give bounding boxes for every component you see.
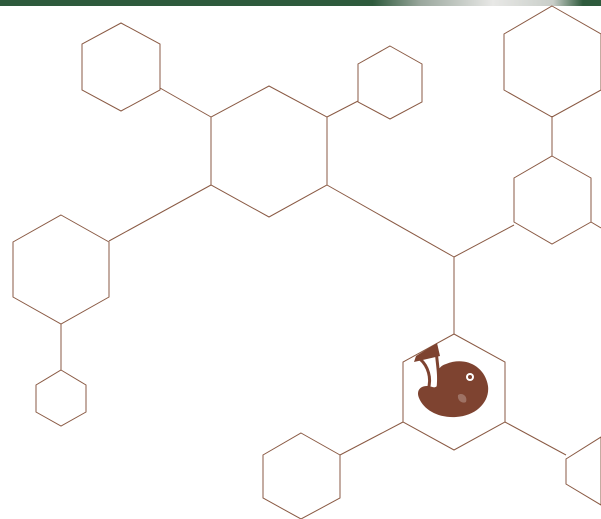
hexagon-node-edge [591,222,601,228]
connector-line [160,88,211,117]
connector-line [505,422,566,455]
connector-line [327,185,454,257]
hexagon-node [13,215,109,324]
hexagon-node [82,23,160,111]
hexagon-node [514,156,591,244]
hexagon-node [263,433,340,519]
embryo-icon [414,343,488,417]
connector-line [454,225,514,257]
hexagon-node [358,46,422,119]
hexagon-node [504,6,601,117]
connector-line [327,101,358,117]
hexagon-node [211,86,327,217]
connector-line [109,185,211,241]
hexagon-node [36,370,86,426]
connector-line [340,422,403,455]
hexagon-node [566,437,601,505]
